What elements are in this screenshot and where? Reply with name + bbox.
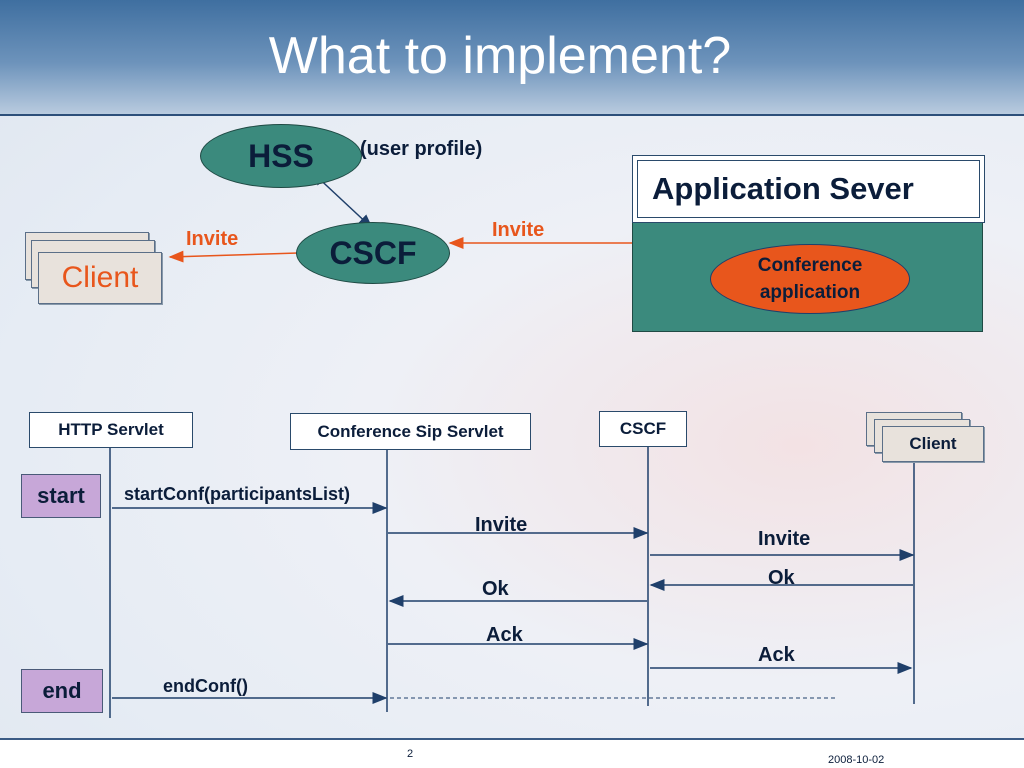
lifeline-head-cscf: CSCF — [599, 411, 687, 447]
lifeline-head-conference-sip-servlet: Conference Sip Servlet — [290, 413, 531, 450]
page-number: 2 — [407, 748, 414, 760]
msg-invite-2-label: Invite — [758, 528, 811, 550]
msg-ack-2-label: Ack — [758, 644, 795, 666]
conference-application-node: Conference application — [710, 244, 910, 314]
invite-left-label: Invite — [186, 228, 239, 250]
end-box: end — [21, 669, 103, 713]
footer — [0, 740, 1024, 768]
cscf-label: CSCF — [329, 234, 417, 271]
application-server-header: Application Sever — [632, 155, 985, 223]
lifeline-label: Client — [909, 434, 957, 453]
slide-date: 2008-10-02 — [828, 754, 885, 766]
application-server-title: Application Sever — [652, 171, 914, 206]
lifeline-label: CSCF — [619, 419, 667, 438]
slide-title: What to implement? — [268, 27, 732, 85]
slide-header — [0, 0, 1024, 116]
hss-label: HSS — [248, 137, 314, 174]
conference-app-line2: application — [759, 282, 861, 303]
cscf-node: CSCF — [296, 222, 450, 284]
msg-endconf-label: endConf() — [163, 676, 248, 696]
lifeline-label: HTTP Servlet — [58, 420, 164, 439]
conference-app-line1: Conference — [757, 255, 863, 276]
footer-divider — [0, 738, 1024, 740]
lifeline-head-http-servlet: HTTP Servlet — [29, 412, 193, 448]
msg-invite-1-label: Invite — [475, 514, 528, 536]
start-label: start — [37, 483, 85, 508]
invite-right-label: Invite — [492, 219, 545, 241]
start-box: start — [21, 474, 101, 518]
lifeline-head-client: Client — [882, 426, 984, 462]
lifeline-label: Conference Sip Servlet — [317, 421, 504, 441]
msg-ok-2-label: Ok — [482, 578, 509, 600]
hss-node: HSS — [200, 124, 362, 188]
msg-startconf-label: startConf(participantsList) — [124, 484, 351, 504]
client-node: Client — [38, 252, 162, 304]
hss-note: (user profile) — [360, 138, 483, 160]
client-label: Client — [61, 261, 139, 294]
msg-ack-1-label: Ack — [486, 624, 523, 646]
cscf-to-client-arrow — [168, 250, 299, 263]
end-label: end — [42, 678, 82, 703]
msg-ok-1-label: Ok — [768, 567, 795, 589]
